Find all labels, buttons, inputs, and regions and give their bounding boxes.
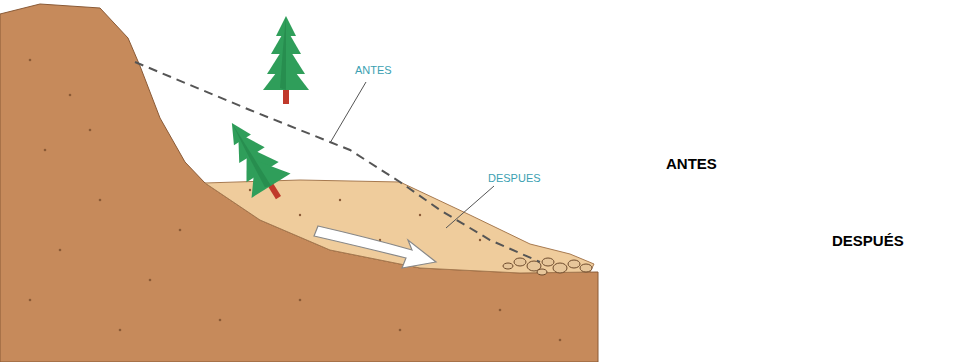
after-heading: DESPUÉS bbox=[832, 233, 904, 250]
before-label: ANTES bbox=[355, 64, 392, 76]
leader-line bbox=[330, 82, 366, 143]
movement-arrow bbox=[314, 226, 436, 268]
before-heading: ANTES bbox=[666, 156, 717, 173]
rock-debris bbox=[503, 258, 592, 275]
soil-texture bbox=[29, 59, 562, 342]
slid-mass bbox=[205, 180, 594, 273]
bedrock-ground bbox=[0, 4, 598, 362]
leader-line bbox=[446, 186, 494, 228]
after-label: DESPUES bbox=[488, 172, 541, 184]
